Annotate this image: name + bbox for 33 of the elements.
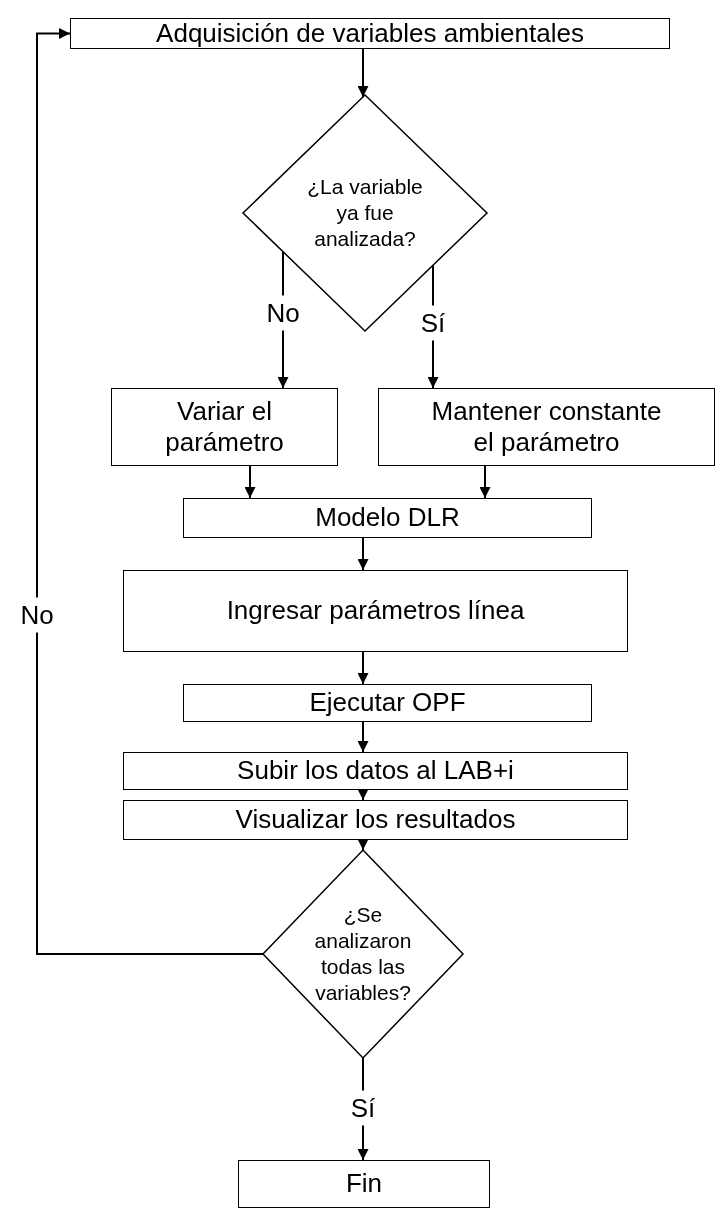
process-box xyxy=(70,18,670,49)
arrow xyxy=(357,48,369,98)
arrow xyxy=(479,465,491,499)
arrow xyxy=(357,651,369,685)
node-label: Ejecutar OPF xyxy=(309,687,466,719)
arrow xyxy=(357,537,369,571)
process-box xyxy=(123,752,628,790)
process-box xyxy=(123,570,628,652)
arrow xyxy=(357,721,369,753)
arrow xyxy=(36,28,264,955)
arrow xyxy=(357,839,369,851)
node-label: Modelo DLR xyxy=(315,502,460,534)
process-box xyxy=(111,388,338,466)
edge-label: No xyxy=(20,597,54,633)
process-box xyxy=(123,800,628,840)
node-label: Fin xyxy=(345,1168,383,1200)
node-label: Visualizar los resultados xyxy=(235,804,516,836)
process-box xyxy=(238,1160,490,1208)
node-label: Mantener constante el parámetro xyxy=(430,395,663,459)
edge-label: Sí xyxy=(420,305,446,341)
node-label: Variar el parámetro xyxy=(164,395,285,459)
node-label: Subir los datos al LAB+i xyxy=(237,755,514,787)
process-box xyxy=(378,388,715,466)
edge-label: Sí xyxy=(350,1090,376,1126)
node-label: ¿La variable ya fue analizada? xyxy=(306,173,424,253)
edge-label: No xyxy=(266,295,300,331)
process-box xyxy=(183,498,592,538)
arrow xyxy=(244,465,256,499)
node-label: ¿Se analizaron todas las variables? xyxy=(313,901,413,1007)
node-label: Adquisición de variables ambientales xyxy=(156,17,584,50)
node-label: Ingresar parámetros línea xyxy=(226,595,525,627)
arrow xyxy=(357,789,369,801)
process-box xyxy=(183,684,592,722)
